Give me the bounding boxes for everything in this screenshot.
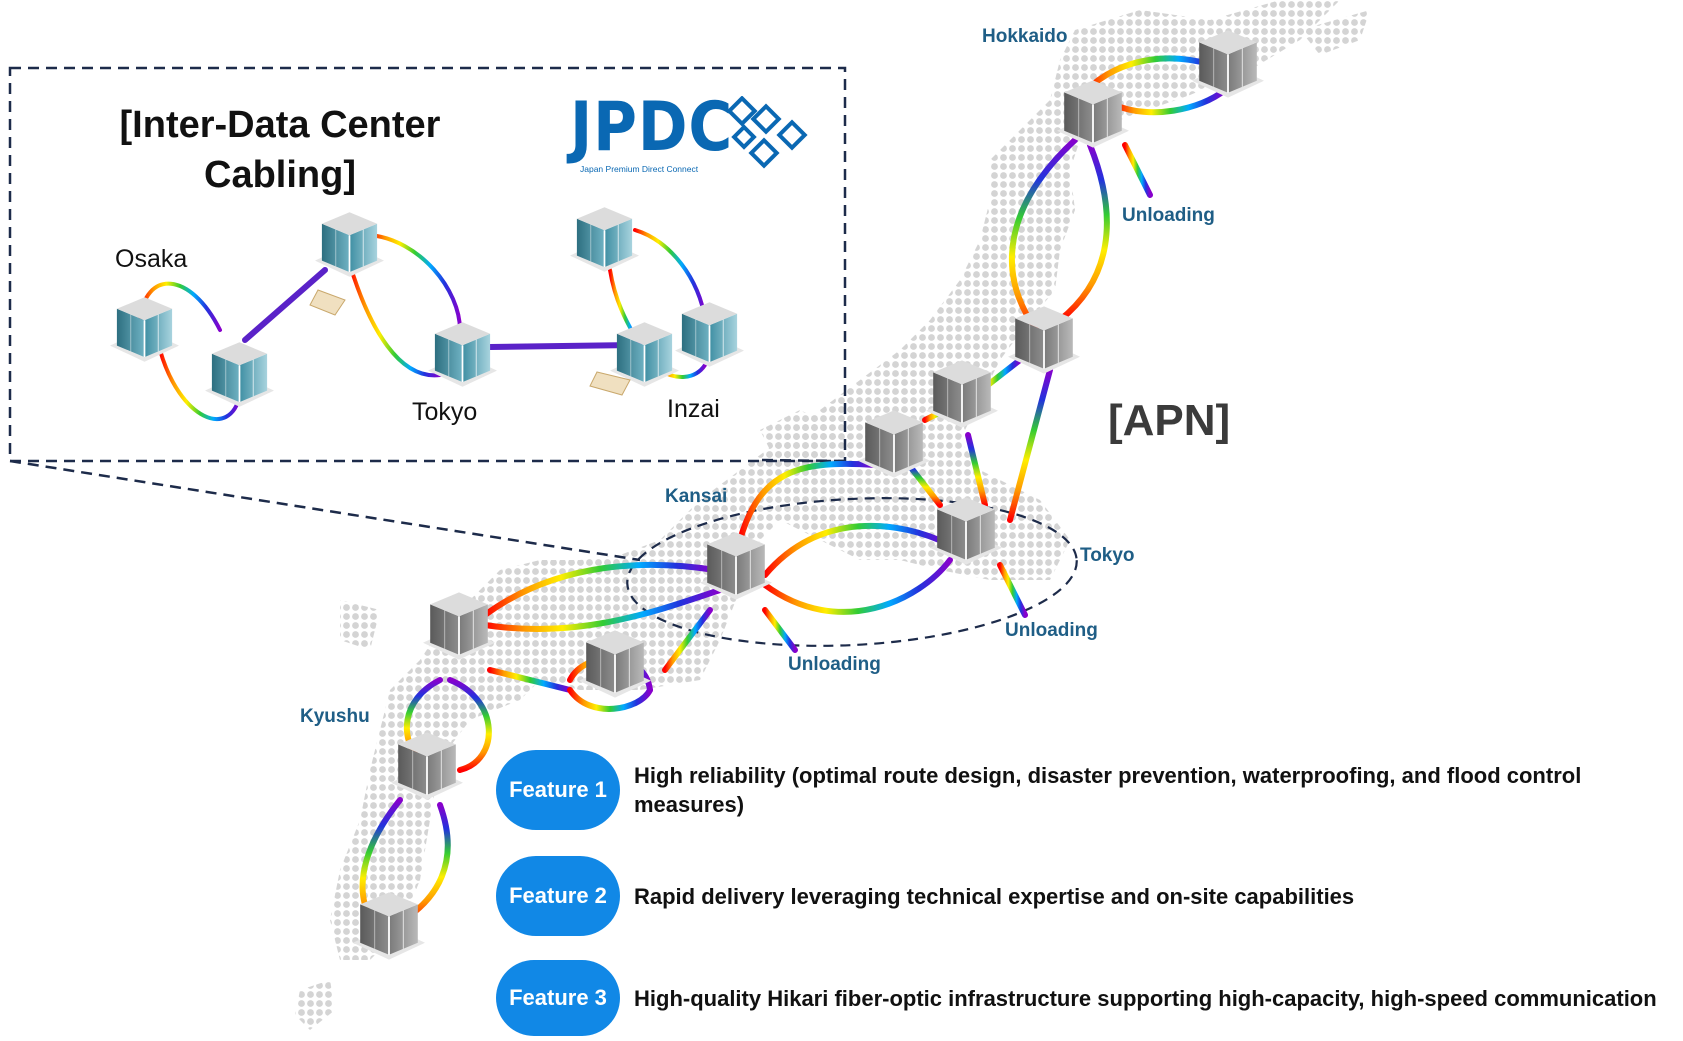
feature-3-text: High-quality Hikari fiber-optic infrastr… (634, 985, 1657, 1011)
inset-datacenter-icon-5 (570, 207, 639, 272)
unloading-label-hokkaido: Unloading (1122, 205, 1215, 226)
datacenter-building-icon-9 (579, 630, 651, 698)
map-buildings (353, 30, 1264, 960)
inset-city-tokyo: Tokyo (412, 398, 478, 426)
inset-datacenter-icon-1 (110, 297, 179, 362)
unloading-label-kansai: Unloading (788, 654, 881, 675)
region-kansai: Kansai (665, 486, 728, 507)
inset-buildings (110, 207, 744, 407)
jpdc-logo-subtext: Japan Premium Direct Connect (580, 164, 699, 174)
region-tokyo: Tokyo (1080, 545, 1135, 566)
feature-1: Feature 1 High reliability (optimal rout… (496, 750, 1676, 830)
datacenter-building-icon-1 (1057, 80, 1129, 148)
japan-map-dots (295, 0, 1370, 1030)
inset-datacenter-icon-7 (675, 302, 744, 367)
feature-2-text: Rapid delivery leveraging technical expe… (634, 883, 1355, 909)
inset-datacenter-icon-2 (205, 342, 274, 407)
feature-3: Feature 3 High-quality Hikari fiber-opti… (496, 960, 1676, 1036)
region-hokkaido: Hokkaido (982, 26, 1068, 47)
kansai-tokyo-ellipse (626, 497, 1078, 647)
feature-1-badge: Feature 1 (496, 750, 620, 830)
inset-datacenter-icon-6 (610, 322, 679, 387)
inset-datacenter-icon-4 (428, 322, 497, 387)
feature-2-badge: Feature 2 (496, 856, 620, 936)
feature-3-badge: Feature 3 (496, 960, 620, 1036)
inset-city-inzai: Inzai (667, 395, 720, 423)
datacenter-building-icon-5 (858, 410, 930, 478)
feature-2: Feature 2 Rapid delivery leveraging tech… (496, 856, 1676, 936)
jpdc-logo-text: JPDC (570, 88, 734, 167)
callout-frame (8, 66, 847, 562)
datacenter-building-icon-4 (926, 360, 998, 428)
inset-city-osaka: Osaka (115, 245, 188, 273)
inset-title: [Inter-Data Center Cabling] (119, 104, 441, 196)
inset-datacenter-icon-3 (315, 212, 384, 277)
region-kyushu: Kyushu (300, 706, 370, 727)
cable-spool-icons (309, 289, 631, 396)
datacenter-building-icon-8 (423, 592, 495, 660)
datacenter-building-icon-7 (700, 532, 772, 600)
datacenter-building-icon-10 (391, 732, 463, 800)
datacenter-building-icon-11 (353, 892, 425, 960)
linked-diamonds-icon (726, 96, 808, 169)
apn-title: [APN] (1108, 396, 1231, 445)
datacenter-building-icon-2 (1192, 30, 1264, 98)
unloading-label-tokyo: Unloading (1005, 620, 1098, 641)
feature-1-text: High reliability (optimal route design, … (634, 763, 1582, 817)
